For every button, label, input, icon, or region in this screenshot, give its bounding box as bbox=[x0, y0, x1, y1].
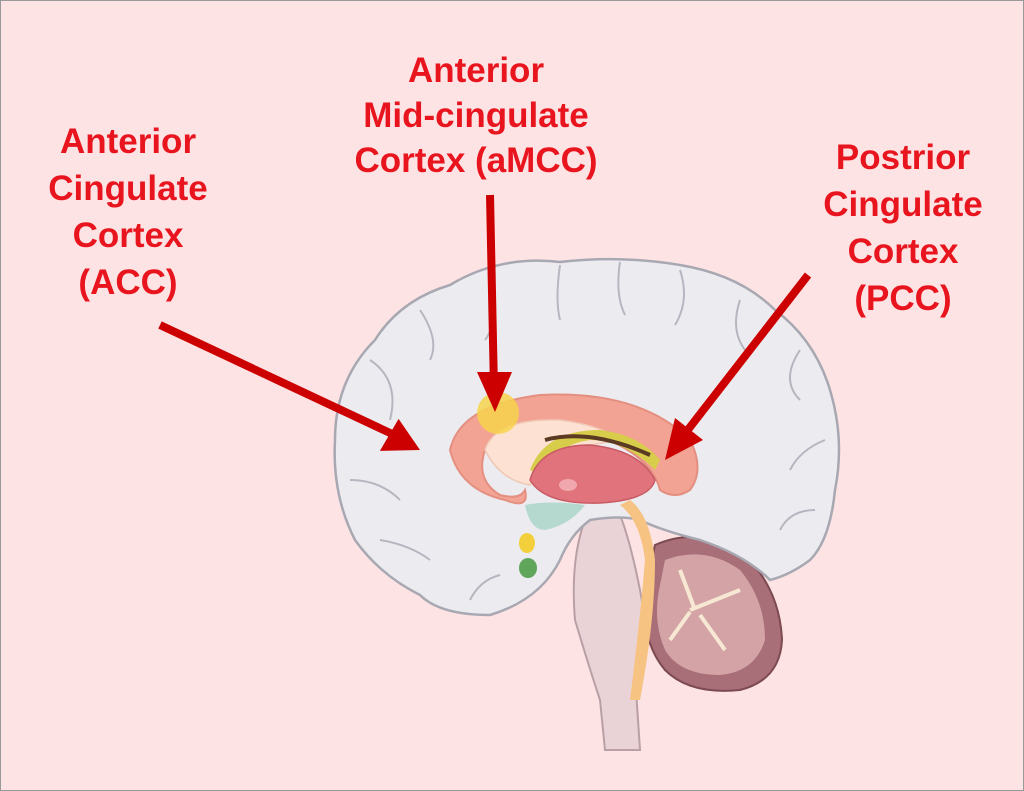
pituitary-yellow bbox=[519, 533, 535, 553]
amcc-highlight bbox=[477, 392, 519, 434]
acc-line-3: Cortex bbox=[72, 216, 184, 255]
acc-line-4: (ACC) bbox=[78, 263, 178, 302]
acc-label: Anterior Cingulate Cortex (ACC) bbox=[18, 118, 238, 306]
amcc-arrow bbox=[477, 194, 512, 412]
pcc-line-4: (PCC) bbox=[854, 279, 952, 318]
amcc-label: Anterior Mid-cingulate Cortex (aMCC) bbox=[316, 48, 636, 183]
acc-line-2: Cingulate bbox=[48, 169, 208, 208]
hypothalamus bbox=[525, 502, 585, 530]
fornix bbox=[530, 430, 660, 475]
amcc-line-2: Mid-cingulate bbox=[363, 96, 589, 135]
pcc-line-2: Cingulate bbox=[823, 185, 983, 224]
pcc-line-1: Postrior bbox=[835, 138, 971, 177]
midbrain-band bbox=[620, 500, 655, 700]
acc-line-1: Anterior bbox=[59, 122, 197, 161]
pcc-line-3: Cortex bbox=[847, 232, 959, 271]
brainstem bbox=[572, 513, 646, 751]
acc-arrow bbox=[158, 321, 420, 451]
pcc-arrow bbox=[665, 272, 812, 460]
amcc-line-3: Cortex (aMCC) bbox=[354, 141, 598, 180]
pituitary-green bbox=[519, 558, 537, 578]
amcc-line-1: Anterior bbox=[407, 51, 545, 90]
pcc-label: Postrior Cingulate Cortex (PCC) bbox=[793, 134, 1013, 322]
